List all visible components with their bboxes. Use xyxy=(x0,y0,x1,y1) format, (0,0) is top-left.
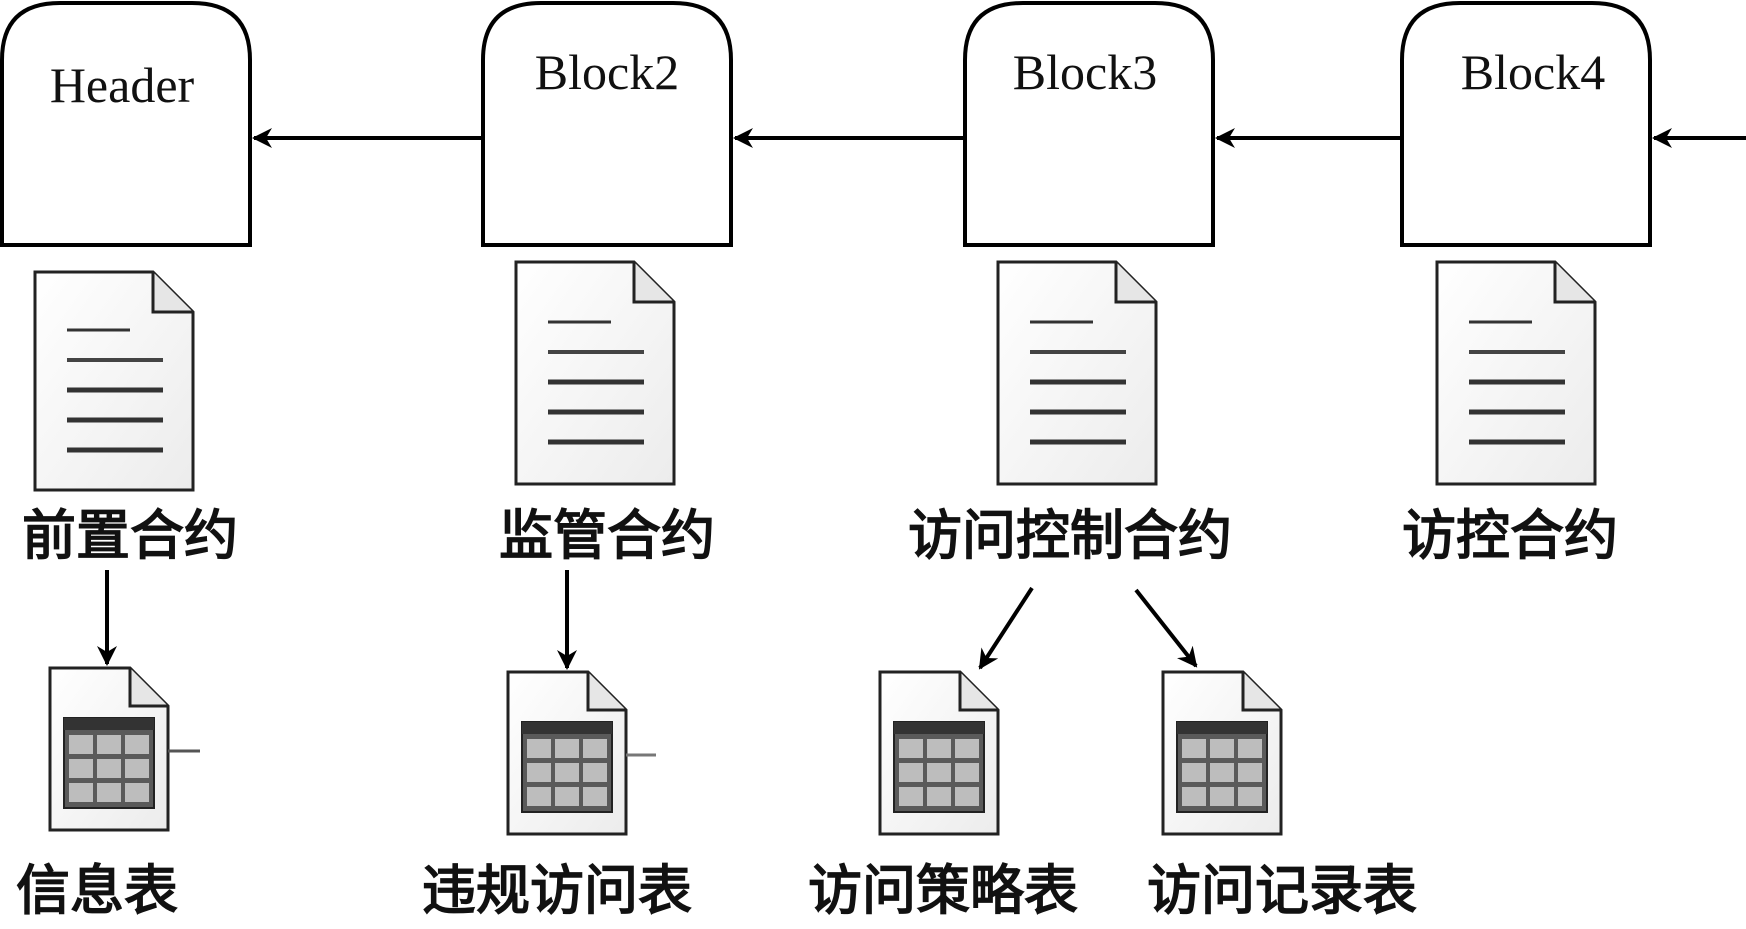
block-header xyxy=(0,1,252,247)
contract-label-access-control: 访问控制合约 xyxy=(908,503,1232,567)
contract-label-access-ctrl: 访控合约 xyxy=(1402,503,1618,567)
block-2 xyxy=(481,1,733,247)
table-document-icon xyxy=(1161,670,1283,836)
document-icon xyxy=(1435,260,1597,486)
table-document-icon xyxy=(506,670,656,836)
table-document-icon xyxy=(878,670,1000,836)
table-label-policy: 访问策略表 xyxy=(808,858,1078,922)
document-icon xyxy=(514,260,676,486)
table-document-icon xyxy=(48,666,200,832)
table-label-violation: 违规访问表 xyxy=(422,858,692,922)
document-icon xyxy=(33,270,195,492)
block-label-2: Block2 xyxy=(534,44,680,100)
table-label-info: 信息表 xyxy=(16,858,178,922)
contract-label-supervision: 监管合约 xyxy=(499,503,715,567)
contract-label-pre: 前置合约 xyxy=(22,503,238,567)
block-label-4: Block4 xyxy=(1460,44,1606,100)
block-label-header: Header xyxy=(49,57,195,113)
block-4 xyxy=(1400,1,1652,247)
contract-arrow-to-policy-table xyxy=(978,586,1034,670)
table-label-record: 访问记录表 xyxy=(1147,858,1417,922)
block-3 xyxy=(963,1,1215,247)
document-icon xyxy=(996,260,1158,486)
block-label-3: Block3 xyxy=(1012,44,1158,100)
contract-arrow-to-record-table xyxy=(1134,588,1198,668)
